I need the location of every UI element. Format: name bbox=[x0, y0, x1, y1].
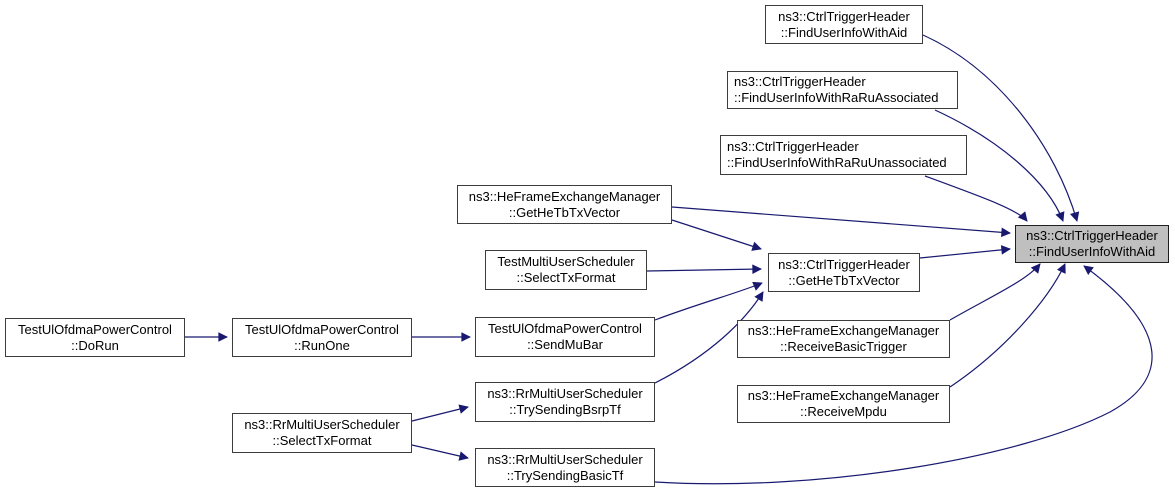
node-hefem-get-he-tb-tx-vector[interactable]: ns3::HeFrameExchangeManager ::GetHeTbTxV… bbox=[457, 185, 672, 224]
node-label-line1: ns3::CtrlTriggerHeader bbox=[778, 8, 910, 24]
node-label-line2: ::TrySendingBsrpTf bbox=[509, 402, 621, 417]
node-label-line2: ::SendMuBar bbox=[527, 337, 603, 352]
edge-bsrptf-ctrlgethetb bbox=[654, 291, 764, 384]
node-send-mu-bar[interactable]: TestUlOfdmaPowerControl ::SendMuBar bbox=[475, 317, 655, 357]
node-rr-select-tx-format[interactable]: ns3::RrMultiUserScheduler ::SelectTxForm… bbox=[232, 413, 412, 453]
node-label-line2: ::DoRun bbox=[71, 337, 119, 353]
node-label-line1: ns3::CtrlTriggerHeader bbox=[1026, 228, 1158, 243]
node-label-line2: ::ReceiveBasicTrigger bbox=[780, 339, 907, 354]
node-label-line1: ns3::CtrlTriggerHeader bbox=[778, 256, 910, 272]
node-label-line1: ns3::RrMultiUserScheduler bbox=[244, 417, 400, 432]
node-find-user-info-with-aid-target: ns3::CtrlTriggerHeader ::FindUserInfoWit… bbox=[1015, 225, 1169, 263]
node-label-line2: ::GetHeTbTxVector bbox=[788, 272, 900, 288]
node-label-line2: ::FindUserInfoWithRaRuUnassociated bbox=[727, 155, 947, 170]
node-label-line1: ns3::HeFrameExchangeManager bbox=[747, 323, 940, 338]
edge-raruunassoc-target bbox=[924, 175, 1028, 222]
node-label-line1: TestUlOfdmaPowerControl bbox=[18, 321, 172, 337]
node-label-line2: ::ReceiveMpdu bbox=[800, 404, 887, 419]
node-label-line2: ::SelectTxFormat bbox=[516, 270, 616, 285]
edge-testmus-ctrlgethetb bbox=[646, 264, 762, 274]
node-label-line2: ::GetHeTbTxVector bbox=[508, 204, 621, 220]
edge-hefemgethetb-target bbox=[671, 206, 1011, 238]
node-label-line1: ns3::CtrlTriggerHeader bbox=[734, 74, 866, 89]
edge-ctrlgethetb-target bbox=[919, 245, 1011, 259]
node-label-line1: ns3::HeFrameExchangeManager bbox=[468, 188, 661, 204]
node-find-user-info-with-raru-unassociated[interactable]: ns3::CtrlTriggerHeader ::FindUserInfoWit… bbox=[720, 135, 967, 175]
node-test-mus-select-tx-format[interactable]: TestMultiUserScheduler ::SelectTxFormat bbox=[485, 250, 647, 290]
node-label-line2: ::FindUserInfoWithRaRuAssociated bbox=[734, 90, 939, 105]
node-hefem-receive-basic-trigger[interactable]: ns3::HeFrameExchangeManager ::ReceiveBas… bbox=[737, 320, 950, 358]
node-ctrl-get-he-tb-tx-vector[interactable]: ns3::CtrlTriggerHeader ::GetHeTbTxVector bbox=[768, 253, 920, 292]
node-find-user-info-with-aid-caller[interactable]: ns3::CtrlTriggerHeader ::FindUserInfoWit… bbox=[765, 5, 923, 44]
edge-basictf-target bbox=[654, 265, 1153, 485]
node-label-line1: ns3::RrMultiUserScheduler bbox=[487, 451, 643, 467]
node-hefem-receive-mpdu[interactable]: ns3::HeFrameExchangeManager ::ReceiveMpd… bbox=[737, 385, 950, 423]
node-label-line2: ::SelectTxFormat bbox=[272, 433, 372, 448]
node-label-line2: ::FindUserInfoWithAid bbox=[1028, 244, 1156, 259]
node-label-line2: ::RunOne bbox=[294, 337, 350, 353]
edge-rbt-target bbox=[949, 263, 1041, 321]
node-label-line1: ns3::HeFrameExchangeManager bbox=[747, 388, 940, 403]
edge-rrselect-basictf bbox=[411, 444, 469, 461]
edge-sendmubar-ctrlgethetb bbox=[654, 281, 763, 321]
edge-fuiacaller-target bbox=[922, 34, 1080, 222]
node-label-line1: ns3::CtrlTriggerHeader bbox=[727, 139, 859, 154]
node-label-line1: TestUlOfdmaPowerControl bbox=[488, 321, 642, 336]
node-test-ul-ofdma-run-one[interactable]: TestUlOfdmaPowerControl ::RunOne bbox=[232, 318, 412, 357]
node-try-sending-basic-tf[interactable]: ns3::RrMultiUserScheduler ::TrySendingBa… bbox=[475, 448, 655, 487]
node-try-sending-bsrp-tf[interactable]: ns3::RrMultiUserScheduler ::TrySendingBs… bbox=[475, 382, 655, 422]
edge-raruassoc-target bbox=[934, 109, 1065, 222]
node-label-line1: ns3::RrMultiUserScheduler bbox=[487, 386, 643, 401]
node-test-ul-ofdma-do-run[interactable]: TestUlOfdmaPowerControl ::DoRun bbox=[5, 318, 185, 357]
node-label-line2: ::TrySendingBasicTf bbox=[506, 467, 624, 483]
edge-hefemgethetb-ctrlgethetb bbox=[671, 219, 762, 251]
node-label-line1: TestUlOfdmaPowerControl bbox=[245, 321, 399, 337]
node-label-line1: TestMultiUserScheduler bbox=[497, 254, 635, 269]
node-find-user-info-with-raru-associated[interactable]: ns3::CtrlTriggerHeader ::FindUserInfoWit… bbox=[727, 71, 958, 109]
edge-rmpdu-target bbox=[949, 263, 1066, 388]
edge-rrselect-bsrptf bbox=[411, 404, 469, 422]
node-label-line2: ::FindUserInfoWithAid bbox=[780, 24, 908, 40]
